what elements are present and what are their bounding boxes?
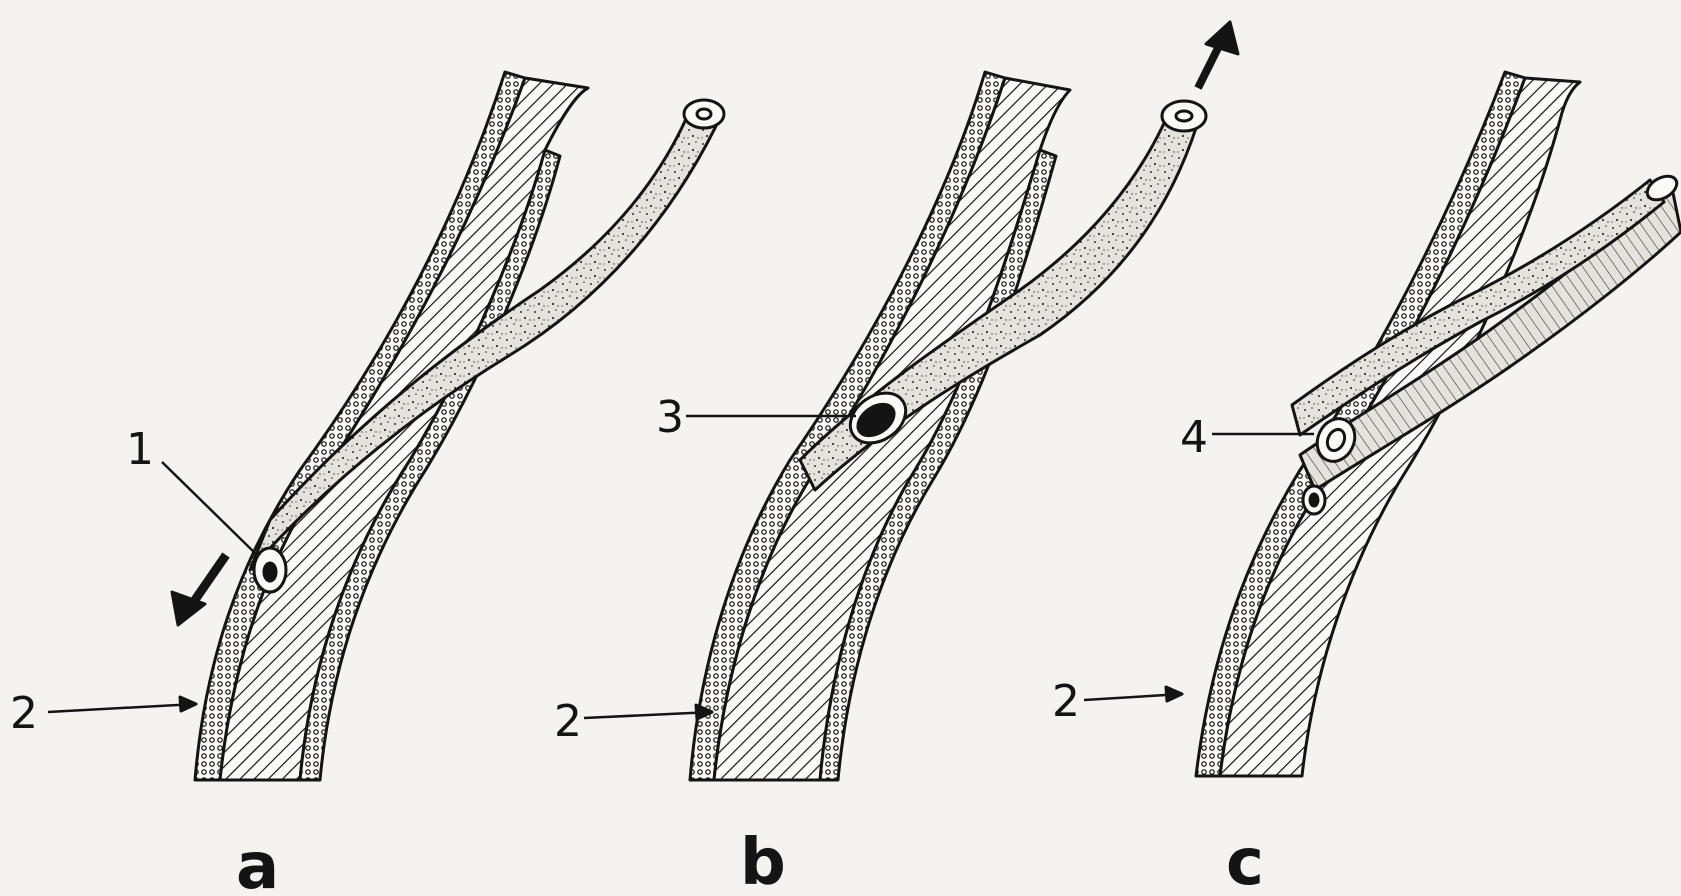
callout-4-label: 4	[1180, 412, 1208, 463]
panel-c-letter: c	[1226, 826, 1264, 896]
callout-1-label: 1	[126, 424, 154, 475]
panel-a-letter: a	[236, 830, 279, 896]
callout-3-label: 3	[656, 392, 684, 443]
panel-b-letter: b	[740, 826, 786, 896]
callout-2c-label: 2	[1052, 676, 1080, 727]
callout-2a-label: 2	[10, 688, 38, 739]
callout-2b-label: 2	[554, 696, 582, 747]
